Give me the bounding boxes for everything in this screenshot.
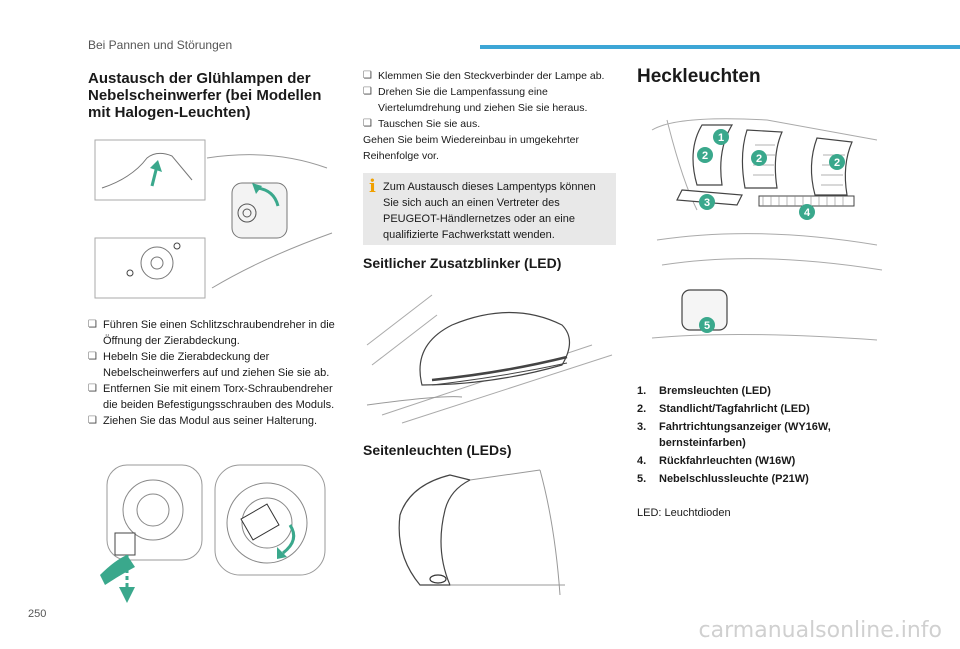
header-title: Bei Pannen und Störungen bbox=[88, 38, 233, 52]
checkbox-bullet-icon: ❏ bbox=[363, 70, 372, 81]
callout-2b: 2 bbox=[756, 153, 762, 165]
header-accent-bar bbox=[480, 45, 960, 49]
fog-step: ❏Hebeln Sie die Zierabdeckung der Nebels… bbox=[88, 351, 330, 379]
reassembly-note: Gehen Sie beim Wiedereinbau in umgekehrt… bbox=[363, 134, 579, 162]
callout-2a: 2 bbox=[702, 150, 708, 162]
fog-step: ❏Klemmen Sie den Steckverbinder der Lamp… bbox=[363, 70, 605, 82]
fog-step: ❏Führen Sie einen Schlitzschraubendreher… bbox=[88, 319, 335, 347]
led-note: LED: Leuchtdioden bbox=[637, 507, 731, 519]
callout-5: 5 bbox=[704, 320, 710, 332]
side-lights-title: Seitenleuchten (LEDs) bbox=[363, 442, 512, 458]
side-repeater-illustration bbox=[366, 294, 613, 424]
info-icon: i bbox=[369, 176, 376, 197]
legend-item: 5.Nebelschlussleuchte (P21W) bbox=[637, 473, 809, 485]
fog-cover-illustration bbox=[94, 139, 333, 299]
watermark: carmanualsonline.info bbox=[698, 618, 942, 643]
legend-item: 1.Bremsleuchten (LED) bbox=[637, 385, 771, 397]
checkbox-bullet-icon: ❏ bbox=[363, 86, 372, 97]
page-number: 250 bbox=[28, 608, 47, 620]
callout-2c: 2 bbox=[834, 157, 840, 169]
checkbox-bullet-icon: ❏ bbox=[88, 383, 97, 394]
rear-lights-illustration: 1 2 2 2 3 4 5 bbox=[651, 118, 883, 341]
fog-steps-list: ❏Führen Sie einen Schlitzschraubendreher… bbox=[88, 317, 343, 429]
rear-lights-legend: 1.Bremsleuchten (LED) 2.Standlicht/Tagfa… bbox=[637, 383, 877, 489]
info-text: Zum Austausch dieses Lampentyps können S… bbox=[383, 181, 596, 241]
checkbox-bullet-icon: ❏ bbox=[88, 351, 97, 362]
info-box: i Zum Austausch dieses Lampentyps können… bbox=[363, 173, 616, 245]
fog-step: ❏Drehen Sie die Lampenfassung eine Viert… bbox=[363, 86, 588, 114]
fog-step: ❏Tauschen Sie sie aus. bbox=[363, 118, 481, 130]
rear-lights-title: Heckleuchten bbox=[637, 66, 761, 87]
callout-4: 4 bbox=[804, 207, 811, 219]
checkbox-bullet-icon: ❏ bbox=[363, 118, 372, 129]
side-lights-illustration bbox=[398, 469, 565, 596]
legend-item: 4.Rückfahrleuchten (W16W) bbox=[637, 455, 796, 467]
side-repeater-title: Seitlicher Zusatzblinker (LED) bbox=[363, 255, 562, 271]
fog-step: ❏Entfernen Sie mit einem Torx-Schraubend… bbox=[88, 383, 335, 411]
fog-section-title: Austausch der Glühlampen der Nebelschein… bbox=[88, 70, 322, 121]
checkbox-bullet-icon: ❏ bbox=[88, 415, 97, 426]
callout-3: 3 bbox=[704, 197, 710, 209]
callout-1: 1 bbox=[718, 132, 724, 144]
fog-steps-continued: ❏Klemmen Sie den Steckverbinder der Lamp… bbox=[363, 68, 618, 132]
legend-item: 3.Fahrtrichtungsanzeiger (WY16W, bernste… bbox=[637, 421, 831, 449]
legend-item: 2.Standlicht/Tagfahrlicht (LED) bbox=[637, 403, 810, 415]
fog-bulb-illustration bbox=[100, 464, 326, 603]
checkbox-bullet-icon: ❏ bbox=[88, 319, 97, 330]
fog-step: ❏Ziehen Sie das Modul aus seiner Halteru… bbox=[88, 415, 318, 427]
